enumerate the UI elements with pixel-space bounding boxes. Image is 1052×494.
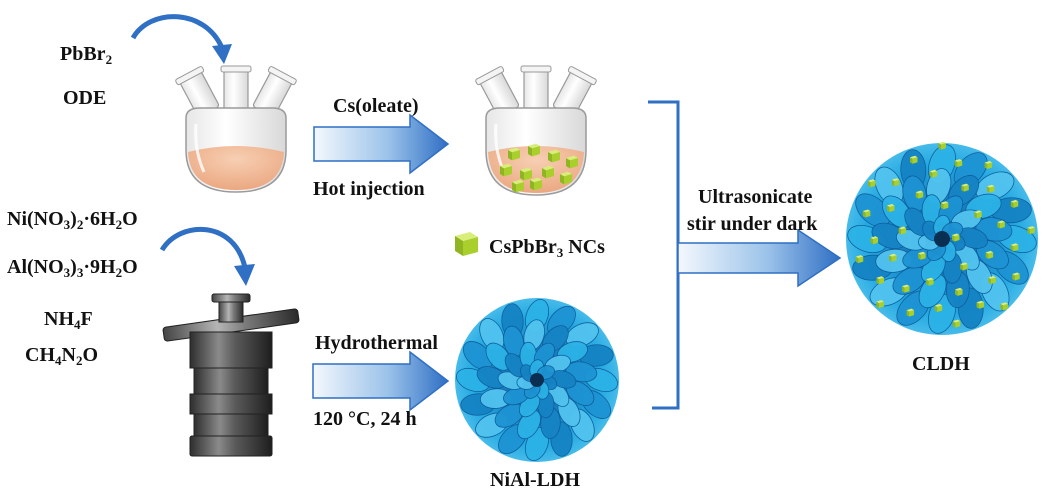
merge-bracket-icon — [648, 100, 680, 410]
nanocrystal-legend-icon — [455, 232, 478, 256]
reactant-pbbr2: PbBr2 — [60, 43, 113, 67]
method-hydrothermal: Hydrothermal — [315, 332, 438, 354]
nial-ldh-flower-icon — [455, 298, 619, 462]
combine-arrow-icon — [677, 228, 842, 288]
hot-injection-arrow-icon — [313, 113, 450, 175]
reactant-al-nitrate: Al(NO3)3·9H2O — [7, 256, 138, 280]
reactant-ode: ODE — [63, 87, 107, 109]
step-stir-under-dark: stir under dark — [687, 213, 818, 235]
reagent-cs-oleate: Cs(oleate) — [333, 95, 419, 117]
conditions-temperature-time: 120 °C, 24 h — [313, 408, 417, 430]
reactant-ni-nitrate: Ni(NO3)2·6H2O — [7, 208, 138, 232]
cldh-flower-icon — [846, 141, 1038, 335]
hydrothermal-arrow-icon — [312, 350, 450, 412]
curved-arrow-top-icon — [130, 14, 232, 64]
reactant-nh4f: NH4F — [44, 308, 93, 332]
method-hot-injection: Hot injection — [313, 178, 425, 200]
reactant-urea: CH4N2O — [25, 344, 99, 368]
flask-precursor-icon — [175, 65, 297, 193]
step-ultrasonicate: Ultrasonicate — [698, 186, 813, 208]
product-nial-ldh-label: NiAl-LDH — [490, 469, 580, 491]
flask-nanocrystals-icon — [475, 65, 597, 196]
product-cldh-label: CLDH — [912, 353, 970, 375]
legend-csbpbr3-ncs: CsPbBr3 NCs — [489, 236, 605, 260]
autoclave-icon — [162, 293, 300, 457]
curved-arrow-bottom-icon — [159, 226, 255, 286]
